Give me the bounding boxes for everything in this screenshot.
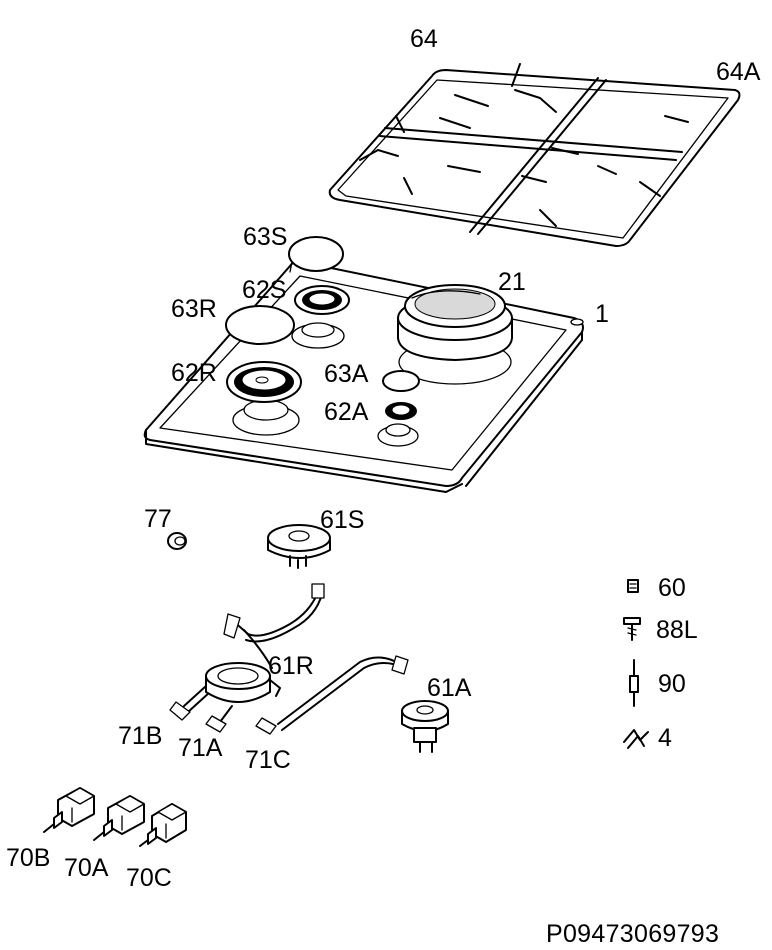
label-71b: 71B xyxy=(118,722,162,750)
label-90: 90 xyxy=(658,670,686,698)
semi-rapid-burner xyxy=(291,285,350,349)
label-62r: 62R xyxy=(171,359,217,387)
label-70b: 70B xyxy=(6,844,50,872)
injector-61a xyxy=(401,700,449,753)
rapid-burner xyxy=(226,361,302,436)
injector-61r xyxy=(205,662,281,703)
part-60 xyxy=(627,579,639,593)
part-88l-screw xyxy=(623,617,641,641)
label-64a: 64A xyxy=(716,58,761,86)
gas-tap-70c xyxy=(139,803,187,847)
rapid-cap xyxy=(225,305,295,345)
label-88l: 88L xyxy=(656,616,698,644)
auxiliary-burner xyxy=(377,402,419,447)
label-21: 21 xyxy=(498,268,526,296)
part-90-thermocouple xyxy=(629,659,639,707)
label-70c: 70C xyxy=(126,864,172,892)
label-61r: 61R xyxy=(268,652,314,680)
gas-tap-70b xyxy=(43,787,95,833)
auxiliary-cap xyxy=(382,370,420,392)
label-71a: 71A xyxy=(178,734,223,762)
label-1: 1 xyxy=(595,300,609,328)
label-71c: 71C xyxy=(245,746,291,774)
semi-rapid-cap xyxy=(288,236,344,273)
label-63a: 63A xyxy=(324,360,369,388)
label-61s: 61S xyxy=(320,506,364,534)
label-77: 77 xyxy=(144,505,172,533)
label-63s: 63S xyxy=(243,223,287,251)
label-62a: 62A xyxy=(324,398,369,426)
document-code: P09473069793 xyxy=(546,920,719,948)
label-70a: 70A xyxy=(64,854,109,882)
part-4-clip xyxy=(623,729,649,749)
wok-burner xyxy=(397,284,513,385)
gas-pipes xyxy=(169,583,409,735)
label-62s: 62S xyxy=(242,276,286,304)
label-64: 64 xyxy=(410,25,438,53)
gas-tap-70a xyxy=(93,795,145,841)
label-4: 4 xyxy=(658,724,672,752)
label-61a: 61A xyxy=(427,674,472,702)
label-63r: 63R xyxy=(171,295,217,323)
label-60: 60 xyxy=(658,574,686,602)
part-77 xyxy=(167,532,187,550)
injector-61s xyxy=(267,524,331,569)
pan-support-grate xyxy=(328,63,741,247)
